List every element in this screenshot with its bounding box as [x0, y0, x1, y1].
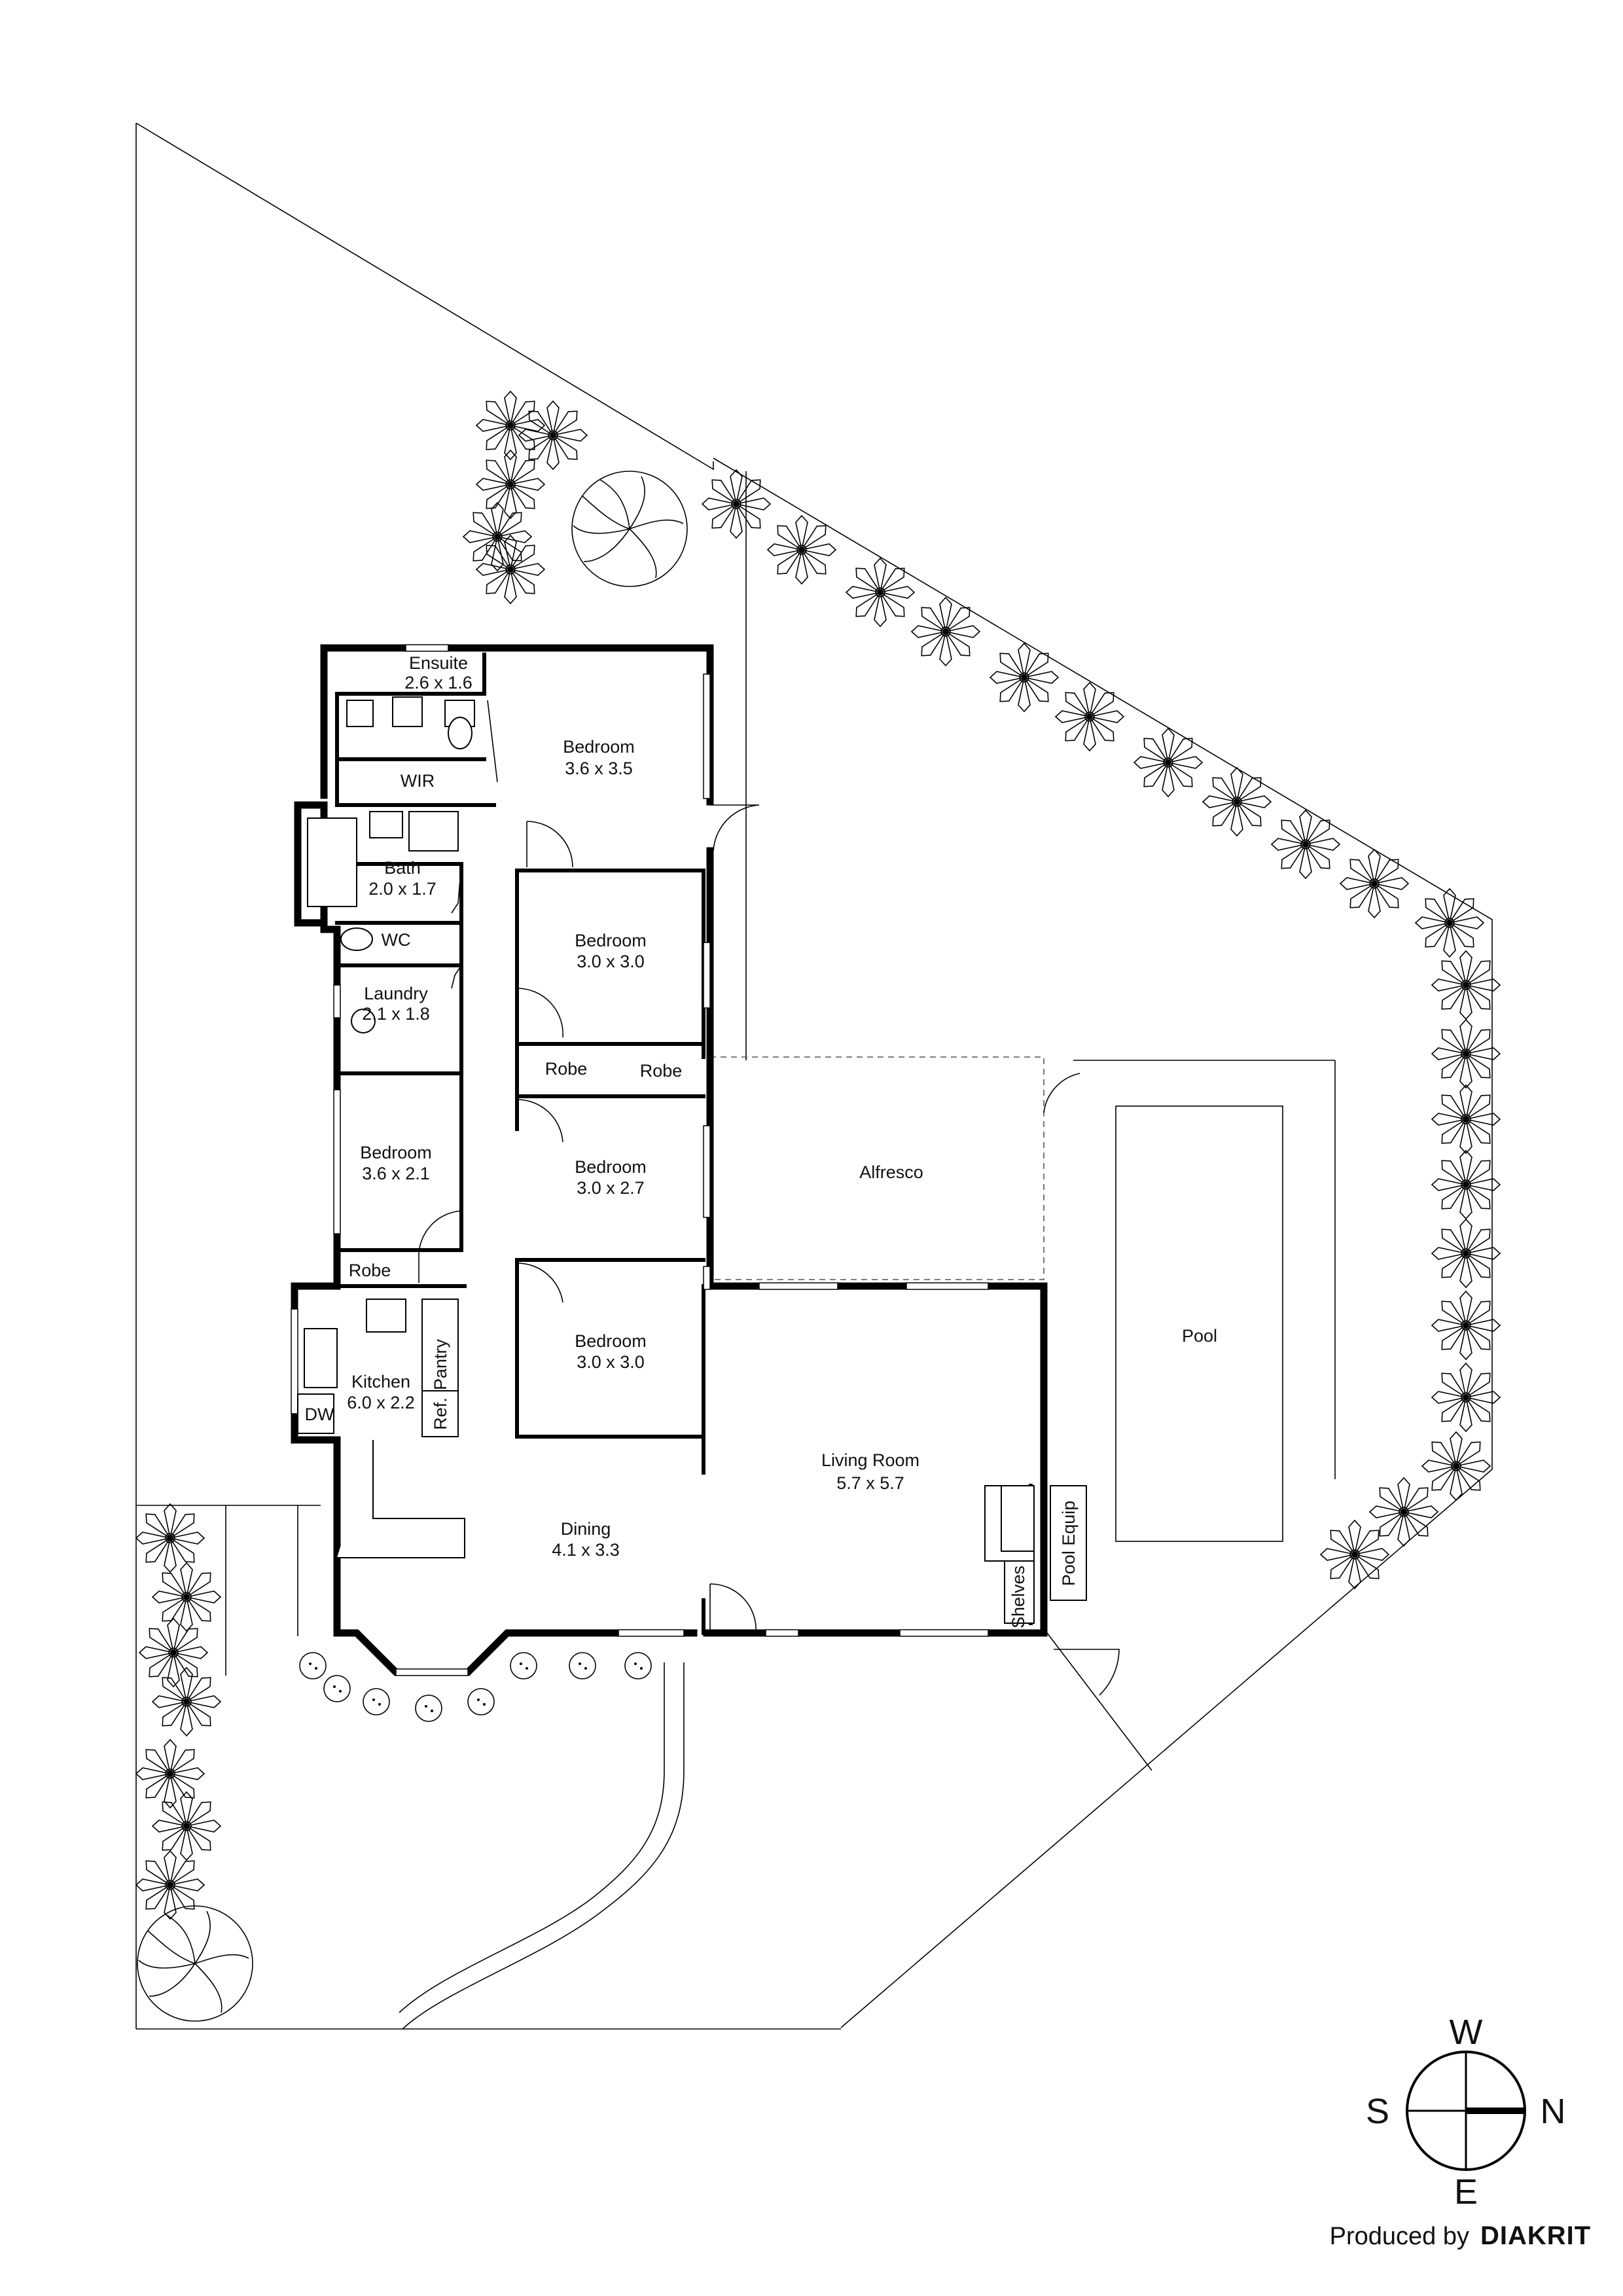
room-alfresco: Alfresco: [859, 1162, 923, 1182]
room-bath: Bath 2.0 x 1.7: [368, 858, 437, 899]
alfresco-area: [709, 1056, 1044, 1280]
room-size: 3.6 x 2.1: [362, 1164, 430, 1183]
compass-right-letter: N: [1541, 2092, 1566, 2131]
credit-brand: DIAKRIT: [1480, 2221, 1591, 2250]
pool-equip-label: Pool Equip: [1059, 1501, 1079, 1587]
room-dining: Dining 4.1 x 3.3: [552, 1519, 620, 1560]
room-name: Living Room: [821, 1450, 919, 1470]
room-size: 2.0 x 1.7: [368, 879, 437, 899]
room-name: Laundry: [364, 984, 428, 1003]
pantry-label: Pantry: [431, 1338, 450, 1390]
room-labels: Ensuite 2.6 x 1.6 Bedroom 3.6 x 3.5 WIR …: [347, 653, 1217, 1560]
doors: [418, 700, 1120, 1696]
room-robe-1: Robe: [545, 1059, 588, 1079]
room-name: Dining: [561, 1519, 611, 1539]
dw-label: DW: [305, 1405, 334, 1424]
room-robe-3: Robe: [349, 1261, 391, 1280]
fixtures: [297, 696, 1087, 1624]
credit-prefix: Produced by: [1330, 2223, 1469, 2250]
room-name: Bedroom: [360, 1143, 432, 1162]
compass-bottom-letter: E: [1454, 2172, 1478, 2212]
room-wc: WC: [382, 930, 411, 950]
site-boundary: [135, 122, 1493, 2030]
compass-top-letter: W: [1450, 2013, 1483, 2052]
pool-outline: [1115, 1105, 1283, 1542]
room-bedroom-master: Bedroom 3.6 x 3.5: [563, 737, 635, 778]
ref-label: Ref.: [431, 1397, 450, 1430]
room-wir: WIR: [401, 771, 435, 791]
room-size: 6.0 x 2.2: [347, 1393, 415, 1412]
room-name: WC: [382, 930, 411, 950]
shelves-label: Shelves: [1008, 1566, 1028, 1628]
room-size: 3.6 x 3.5: [565, 759, 633, 778]
room-kitchen: Kitchen 6.0 x 2.2: [347, 1372, 415, 1412]
room-bedroom-4: Bedroom 3.0 x 2.7: [575, 1157, 647, 1198]
room-name: Robe: [640, 1061, 683, 1081]
credit: Produced by DIAKRIT: [1330, 2221, 1591, 2250]
room-ensuite: Ensuite 2.6 x 1.6: [404, 653, 473, 692]
room-name: Bath: [384, 858, 421, 878]
room-name: Robe: [349, 1261, 391, 1280]
room-living: Living Room 5.7 x 5.7: [821, 1450, 919, 1493]
room-name: Kitchen: [351, 1372, 410, 1391]
compass: W S N E: [1366, 2013, 1566, 2212]
room-size: 4.1 x 3.3: [552, 1540, 620, 1560]
room-bedroom-5: Bedroom 3.0 x 3.0: [575, 1331, 647, 1372]
room-bedroom-3: Bedroom 3.6 x 2.1: [360, 1143, 432, 1183]
room-size: 3.0 x 2.7: [577, 1178, 645, 1198]
room-name: Bedroom: [575, 931, 647, 950]
room-size: 3.0 x 3.0: [577, 952, 645, 971]
interior-walls: [335, 653, 1033, 1635]
room-name: Robe: [545, 1059, 588, 1079]
room-bedroom-2: Bedroom 3.0 x 3.0: [575, 931, 647, 971]
compass-left-letter: S: [1366, 2092, 1389, 2131]
room-size: 2.6 x 1.6: [404, 673, 473, 692]
room-laundry: Laundry 2.1 x 1.8: [362, 984, 430, 1024]
room-size: 2.1 x 1.8: [362, 1004, 430, 1024]
room-name: Bedroom: [575, 1331, 647, 1351]
room-pool: Pool: [1182, 1326, 1217, 1346]
room-robe-2: Robe: [640, 1061, 683, 1081]
room-name: Bedroom: [563, 737, 635, 757]
fixture-labels: Pantry Ref. DW Shelves Pool Equip: [305, 1338, 1079, 1628]
room-name: Bedroom: [575, 1157, 647, 1177]
room-name: WIR: [401, 771, 435, 791]
room-size: 5.7 x 5.7: [836, 1473, 904, 1493]
room-size: 3.0 x 3.0: [577, 1352, 645, 1372]
room-name: Ensuite: [409, 653, 468, 673]
room-name: Alfresco: [859, 1162, 923, 1182]
room-name: Pool: [1182, 1326, 1217, 1346]
